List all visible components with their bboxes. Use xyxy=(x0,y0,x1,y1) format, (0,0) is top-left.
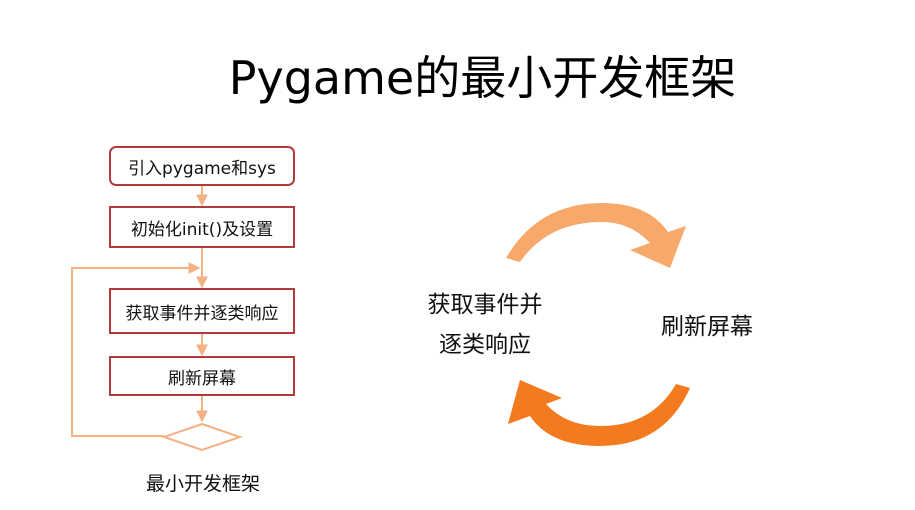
flow-step-label: 获取事件并逐类响应 xyxy=(125,303,279,324)
cycle-label-refresh: 刷新屏幕 xyxy=(661,314,753,340)
flow-step-label: 引入pygame和sys xyxy=(128,158,276,179)
cycle-label-events-line1: 获取事件并 xyxy=(427,292,543,318)
flow-step-label: 刷新屏幕 xyxy=(168,368,236,389)
flow-step-init: 初始化init()及设置 xyxy=(109,206,295,248)
cycle-arrow-bottom xyxy=(508,380,690,446)
decision-diamond xyxy=(160,422,244,452)
cycle-label-events-line2: 逐类响应 xyxy=(439,332,531,358)
flowchart-caption: 最小开发框架 xyxy=(145,473,260,495)
flow-step-label: 初始化init()及设置 xyxy=(130,219,274,240)
flow-step-refresh: 刷新屏幕 xyxy=(109,356,295,396)
flow-step-events: 获取事件并逐类响应 xyxy=(109,288,295,334)
cycle-label-events: 获取事件并 逐类响应 xyxy=(408,285,562,365)
flow-step-import: 引入pygame和sys xyxy=(109,146,295,186)
page-title: Pygame的最小开发框架 xyxy=(228,51,737,105)
loop-back-line xyxy=(71,262,201,437)
cycle-arrow-top xyxy=(506,203,686,268)
